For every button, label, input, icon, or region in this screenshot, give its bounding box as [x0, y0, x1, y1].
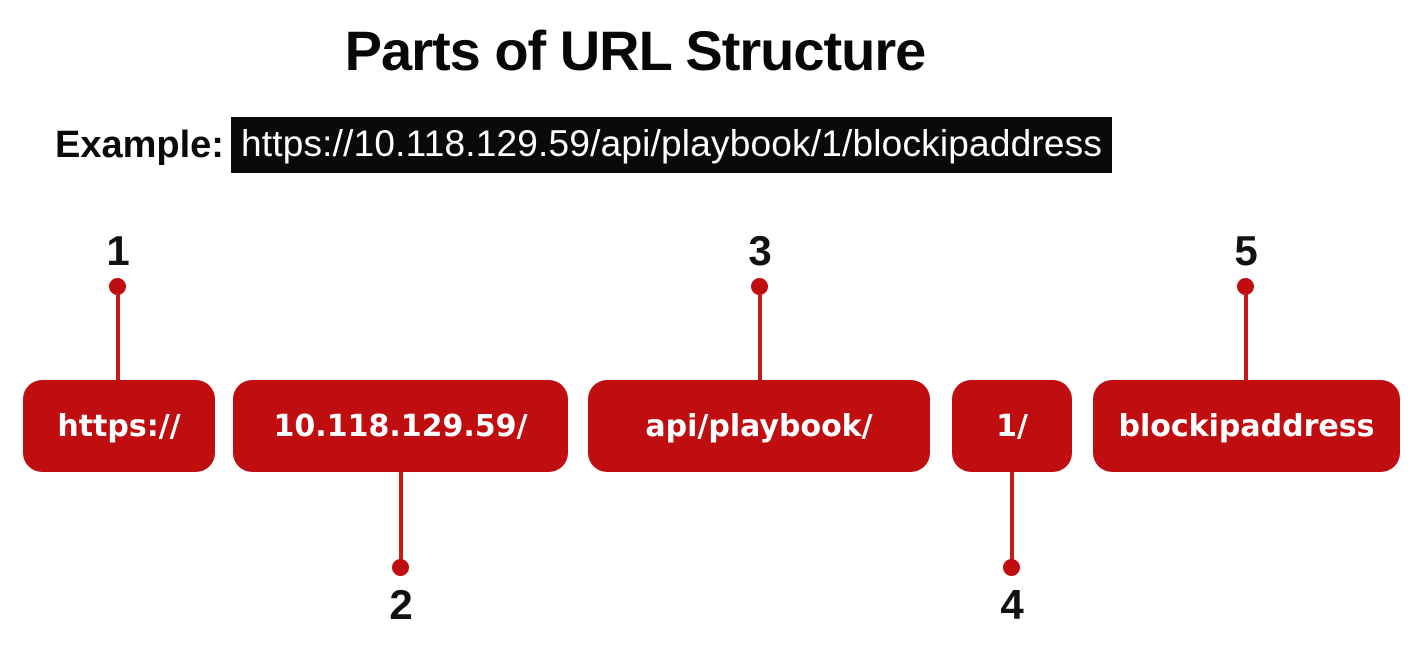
url-part-label: 1/ [996, 408, 1028, 444]
callout-number-3: 3 [748, 227, 772, 274]
callout-number-5: 5 [1234, 227, 1258, 274]
example-url-highlight: https://10.118.129.59/api/playbook/1/blo… [230, 117, 1113, 173]
url-part-label: api/playbook/ [645, 408, 873, 444]
url-part-box-api-path: api/playbook/ [588, 380, 930, 472]
page-title: Parts of URL Structure [344, 19, 927, 82]
callout-dot-4 [1003, 559, 1020, 576]
callout-dot-2 [392, 559, 409, 576]
callout-line-3 [758, 293, 762, 380]
url-part-box-scheme: https:// [23, 380, 215, 472]
callout-dot-3 [751, 278, 768, 295]
callout-dot-1 [109, 278, 126, 295]
callout-number-1: 1 [106, 227, 130, 274]
url-part-label: https:// [57, 408, 181, 444]
callout-number-2: 2 [389, 581, 413, 628]
callout-line-5 [1244, 293, 1248, 380]
callout-line-1 [116, 293, 120, 380]
url-part-box-endpoint: blockipaddress [1093, 380, 1400, 472]
url-part-label: 10.118.129.59/ [273, 408, 528, 444]
example-label: Example: [55, 123, 224, 166]
callout-line-2 [399, 472, 403, 560]
callout-line-4 [1010, 472, 1014, 560]
url-part-box-host: 10.118.129.59/ [233, 380, 568, 472]
callout-number-4: 4 [1000, 581, 1024, 628]
url-part-label: blockipaddress [1118, 408, 1375, 444]
callout-dot-5 [1237, 278, 1254, 295]
example-row: Example: https://10.118.129.59/api/playb… [55, 116, 1113, 174]
url-part-box-id: 1/ [952, 380, 1072, 472]
